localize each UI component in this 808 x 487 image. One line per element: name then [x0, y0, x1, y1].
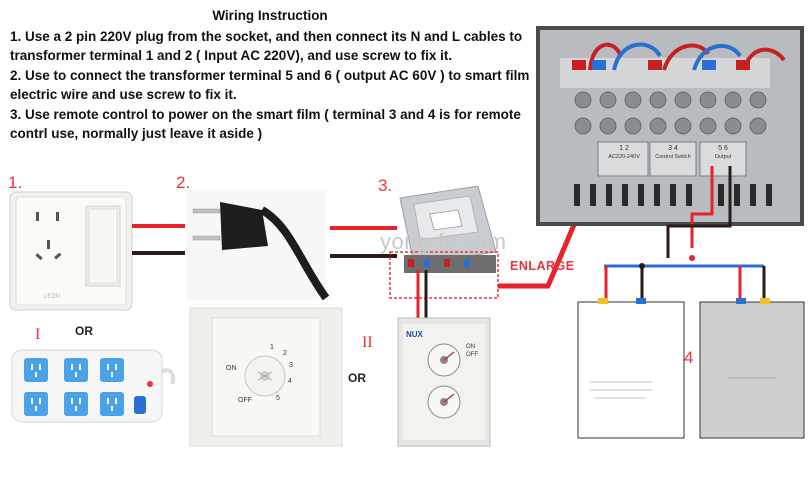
- dimmer-scale-5: 5: [276, 395, 280, 402]
- enlarge-label: ENLARGE: [510, 259, 575, 273]
- dimmer-scale-2: 2: [283, 350, 287, 357]
- step-2-label: 2.: [176, 173, 190, 193]
- terminal-group-output: 5 6 Output: [702, 144, 744, 162]
- terminal-group-input: 1 2 AC220-240V: [603, 144, 645, 162]
- watermark: yong-fu.com: [380, 229, 507, 255]
- timer-off-label: OFF: [466, 352, 478, 358]
- terminal-numbers-5-6: 5 6: [702, 144, 744, 153]
- terminal-group-control: 3 4 Control Switch: [652, 144, 694, 162]
- power-strip-image: [12, 350, 173, 422]
- dimmer-off-label: OFF: [238, 397, 252, 404]
- or-label-1: OR: [75, 324, 93, 338]
- smart-film-panel-clear: [578, 298, 684, 438]
- dimmer-scale-3: 3: [289, 362, 293, 369]
- step-4-label: 4: [684, 348, 693, 368]
- svg-text:LEDN: LEDN: [44, 294, 60, 300]
- dimmer-scale-1: 1: [270, 344, 274, 351]
- timer-brand-logo: NUX: [406, 330, 423, 339]
- dimmer-on-label: ON: [226, 365, 237, 372]
- step-3-label: 3.: [378, 176, 392, 196]
- terminal-caption-control: Control Switch: [652, 153, 694, 162]
- timer-on-label: ON: [466, 344, 475, 350]
- terminal-caption-output: Output: [702, 153, 744, 162]
- smart-film-panel-frosted: [700, 298, 804, 438]
- alternative-2-label: II: [362, 334, 373, 352]
- dimmer-switch-image: [190, 308, 342, 446]
- alternative-1-label: I: [35, 326, 40, 344]
- terminal-numbers-1-2: 1 2: [603, 144, 645, 153]
- terminal-block-photo: [536, 26, 804, 226]
- step-1-label: 1.: [8, 173, 22, 193]
- terminal-caption-input: AC220-240V: [603, 153, 645, 162]
- dimmer-scale-4: 4: [288, 378, 292, 385]
- two-pin-plug-image: [186, 190, 326, 300]
- terminal-numbers-3-4: 3 4: [652, 144, 694, 153]
- wall-socket-image: LEDN: [10, 192, 132, 310]
- or-label-2: OR: [348, 371, 366, 385]
